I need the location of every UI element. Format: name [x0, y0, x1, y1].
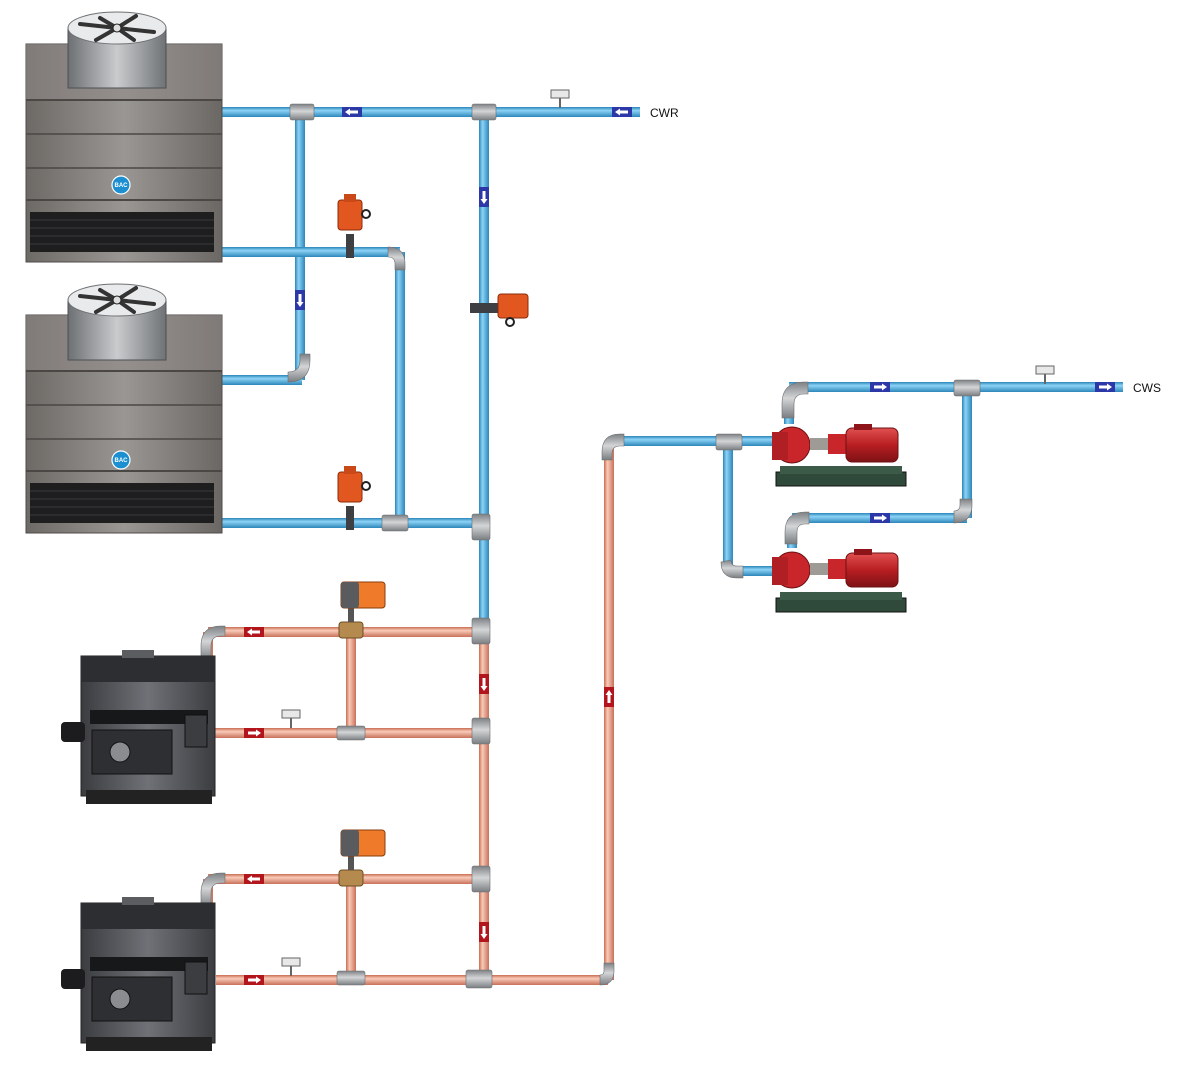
tee-fitting	[336, 725, 366, 741]
flow-arrow-down-icon	[479, 187, 489, 207]
elbow-fitting	[200, 625, 226, 661]
tee-fitting	[471, 617, 491, 645]
tee-fitting	[471, 103, 497, 121]
flow-arrow-left-icon	[244, 627, 264, 637]
flow-arrow-left-icon	[342, 107, 362, 117]
condenser-water-piping	[203, 448, 614, 985]
bac-logo-text: BAC	[115, 183, 129, 189]
boiler-2	[61, 897, 216, 1051]
cooling-tower-1: BAC	[25, 11, 223, 263]
flow-arrow-down-icon	[479, 674, 489, 694]
cwr-header-pipe	[222, 107, 640, 117]
pump-suction-drop	[723, 441, 733, 571]
cwr-temperature-sensor	[550, 89, 570, 108]
boiler2-bypass-pipe	[346, 879, 356, 979]
elbow-fitting	[601, 433, 625, 461]
tower1-isolation-valve[interactable]	[337, 194, 371, 258]
tee-fitting	[953, 379, 981, 397]
pump-2[interactable]	[772, 549, 907, 613]
elbow-fitting	[720, 559, 744, 579]
tower2-isolation-valve[interactable]	[337, 466, 371, 530]
elbow-fitting	[784, 511, 810, 545]
tower1-outlet-pipe	[214, 247, 400, 257]
tee-fitting	[471, 717, 491, 745]
tee-fitting	[381, 514, 409, 532]
pipe-fittings	[200, 103, 981, 989]
flow-arrows	[244, 107, 1115, 985]
elbow-fitting	[781, 381, 809, 419]
main-riser-pipe	[479, 112, 489, 632]
flow-arrow-down-icon	[295, 290, 305, 310]
tee-fitting	[465, 969, 493, 989]
cwr-label: CWR	[650, 106, 679, 120]
tower2-inlet-pipe	[222, 375, 302, 385]
flow-arrow-right-icon	[870, 513, 890, 523]
pump2-discharge-rise	[962, 387, 972, 518]
pump-suction-header	[612, 436, 734, 446]
flow-arrow-right-icon	[870, 382, 890, 392]
tower-louver	[30, 483, 214, 523]
elbow-fitting	[287, 353, 311, 383]
tower1-outlet-drop	[395, 252, 405, 522]
cws-label: CWS	[1133, 381, 1161, 395]
elbow-fitting	[599, 962, 615, 986]
tee-fitting	[471, 865, 491, 893]
tower-louver	[30, 212, 214, 252]
flow-arrow-left-icon	[244, 874, 264, 884]
chilled-water-piping	[214, 107, 1123, 632]
bac-logo-text: BAC	[115, 458, 129, 464]
flow-arrow-right-icon	[1095, 382, 1115, 392]
boiler2-temperature-sensor	[281, 957, 301, 976]
flow-arrow-right-icon	[244, 728, 264, 738]
pump-1[interactable]	[772, 424, 907, 487]
cooling-tower-2: BAC	[25, 283, 223, 534]
flow-arrow-up-icon	[604, 687, 614, 707]
return-riser-pipe	[604, 448, 614, 980]
tee-fitting	[471, 513, 491, 541]
tower2-inlet-riser	[295, 112, 305, 380]
boiler-1	[61, 650, 216, 804]
tee-fitting	[715, 433, 743, 451]
bypass-control-valve[interactable]	[470, 293, 529, 327]
boiler2-mixing-valve[interactable]	[338, 829, 386, 887]
boiler1-mixing-valve[interactable]	[338, 581, 386, 639]
bac-logo	[111, 450, 131, 470]
flow-arrow-down-icon	[479, 922, 489, 942]
tee-fitting	[289, 103, 315, 121]
flow-arrow-right-icon	[244, 975, 264, 985]
cws-temperature-sensor	[1035, 365, 1055, 384]
bac-logo	[111, 175, 131, 195]
elbow-fitting	[387, 246, 406, 271]
flow-arrow-left-icon	[612, 107, 632, 117]
boiler1-temperature-sensor	[281, 709, 301, 728]
pump1-suction-pipe	[733, 436, 775, 446]
boiler1-bypass-pipe	[346, 632, 356, 732]
pump2-suction-pipe	[728, 566, 776, 576]
tee-fitting	[336, 970, 366, 986]
elbow-fitting	[200, 872, 226, 908]
elbow-fitting	[953, 498, 973, 524]
main-return-pipe	[479, 632, 489, 977]
bottom-header-pipe	[216, 975, 608, 985]
